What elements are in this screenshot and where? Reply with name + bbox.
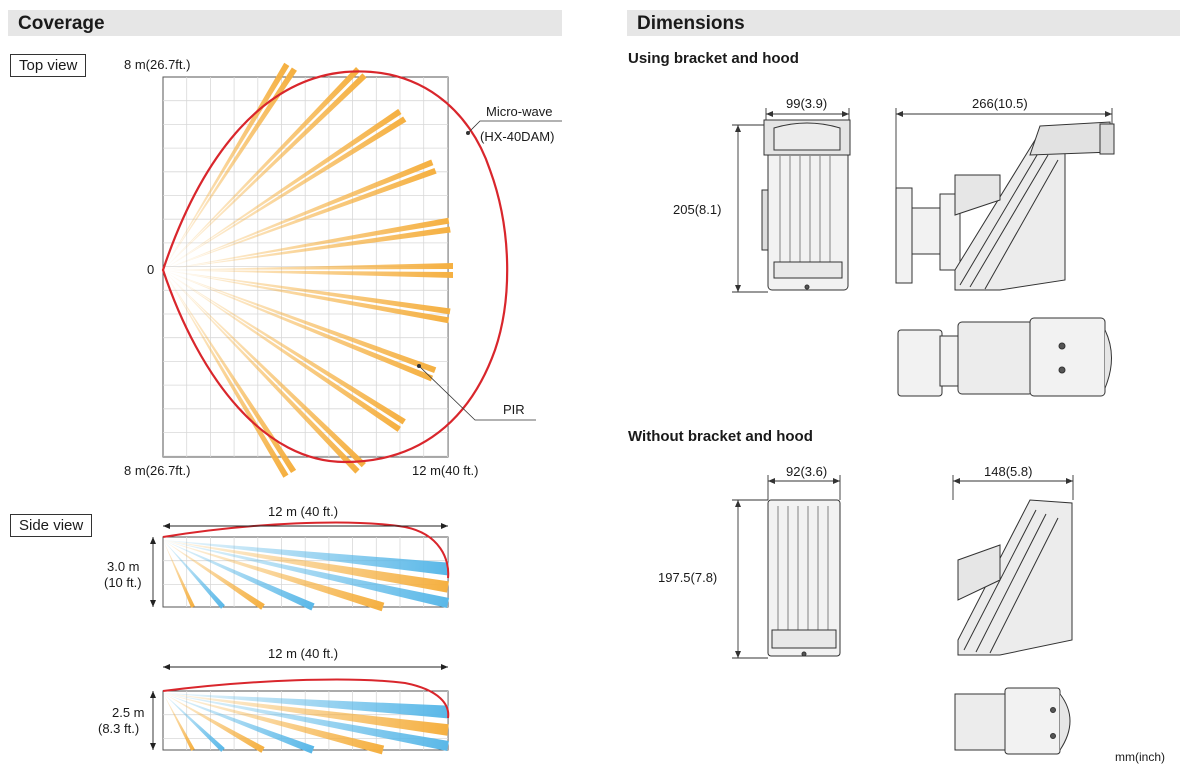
side2-height-label-2: (8.3 ft.) bbox=[98, 721, 140, 736]
side2-height-label-1: 2.5 m bbox=[112, 705, 145, 720]
side-microwave-1 bbox=[162, 521, 450, 579]
top-view-label-range: 12 m(40 ft.) bbox=[412, 463, 479, 478]
sensor-front-without-hood bbox=[767, 499, 841, 657]
pir-beam bbox=[163, 270, 406, 432]
side-view-label: Side view bbox=[10, 514, 93, 537]
sensor-bottom-without-hood bbox=[954, 687, 1071, 755]
side-view-beams-2 bbox=[163, 693, 449, 755]
side-beam bbox=[163, 693, 385, 755]
pir-beam bbox=[163, 270, 451, 324]
side-beam bbox=[163, 693, 315, 754]
without-bracket-depth: 148(5.8) bbox=[984, 464, 1033, 479]
top-view-label-bottom: 8 m(26.7ft.) bbox=[124, 463, 191, 478]
sensor-front-with-hood bbox=[761, 119, 851, 291]
pir-beam bbox=[163, 270, 437, 382]
with-bracket-title: Using bracket and hood bbox=[628, 50, 799, 67]
with-bracket-height: 205(8.1) bbox=[673, 202, 722, 217]
side-beam bbox=[163, 540, 450, 609]
side1-range-label: 12 m (40 ft.) bbox=[268, 504, 339, 519]
side-beam bbox=[163, 693, 449, 736]
without-bracket-height: 197.5(7.8) bbox=[658, 570, 718, 585]
pir-label: PIR bbox=[503, 402, 525, 417]
coverage-header: Coverage bbox=[8, 10, 562, 36]
sensor-bottom-with-bracket bbox=[897, 317, 1112, 397]
pir-leader bbox=[418, 365, 536, 421]
with-bracket-width: 99(3.9) bbox=[786, 96, 828, 111]
side-beam bbox=[163, 540, 449, 593]
dimensions-header: Dimensions bbox=[627, 10, 1180, 36]
side-view-beams-1 bbox=[163, 540, 450, 612]
side-beam bbox=[163, 693, 195, 751]
coverage-title: Coverage bbox=[18, 13, 105, 34]
microwave-label-2: (HX-40DAM) bbox=[480, 129, 555, 144]
microwave-leader bbox=[467, 120, 562, 134]
top-view-label-zero: 0 bbox=[147, 262, 155, 277]
without-bracket-title: Without bracket and hood bbox=[628, 428, 813, 445]
pir-beam bbox=[163, 62, 297, 270]
side-beam bbox=[163, 540, 385, 612]
with-bracket-depth: 266(10.5) bbox=[972, 96, 1028, 111]
side-beam bbox=[163, 540, 315, 611]
microwave-pattern bbox=[161, 70, 509, 464]
side1-height-label-1: 3.0 m bbox=[107, 559, 140, 574]
side-microwave-2 bbox=[162, 678, 450, 719]
pir-beams bbox=[163, 62, 453, 478]
without-bracket-width: 92(3.6) bbox=[786, 464, 828, 479]
pir-beam bbox=[163, 217, 451, 270]
sensor-side-without-hood bbox=[957, 499, 1073, 656]
pir-beam bbox=[163, 159, 437, 270]
side-beam bbox=[163, 693, 449, 752]
dimension-arrows bbox=[735, 111, 1112, 658]
side-beam bbox=[163, 693, 265, 753]
side1-height-label-2: (10 ft.) bbox=[104, 575, 142, 590]
top-view-label-top: 8 m(26.7ft.) bbox=[124, 57, 191, 72]
side-beam bbox=[163, 540, 449, 576]
pir-beam bbox=[163, 270, 366, 474]
sensor-side-with-bracket bbox=[895, 121, 1115, 291]
pir-beam bbox=[163, 108, 407, 270]
pir-beam bbox=[163, 67, 367, 270]
side-beam bbox=[163, 540, 265, 610]
side-beam bbox=[163, 693, 225, 752]
side2-range-label: 12 m (40 ft.) bbox=[268, 646, 339, 661]
unit-note: mm(inch) bbox=[1115, 750, 1165, 764]
pir-beam bbox=[163, 263, 453, 278]
side-beam bbox=[163, 693, 449, 719]
side-beam bbox=[163, 540, 195, 608]
microwave-label-1: Micro-wave bbox=[486, 104, 553, 119]
top-view-label: Top view bbox=[10, 54, 87, 77]
dimensions-title: Dimensions bbox=[637, 13, 745, 34]
side-beam bbox=[163, 540, 225, 609]
